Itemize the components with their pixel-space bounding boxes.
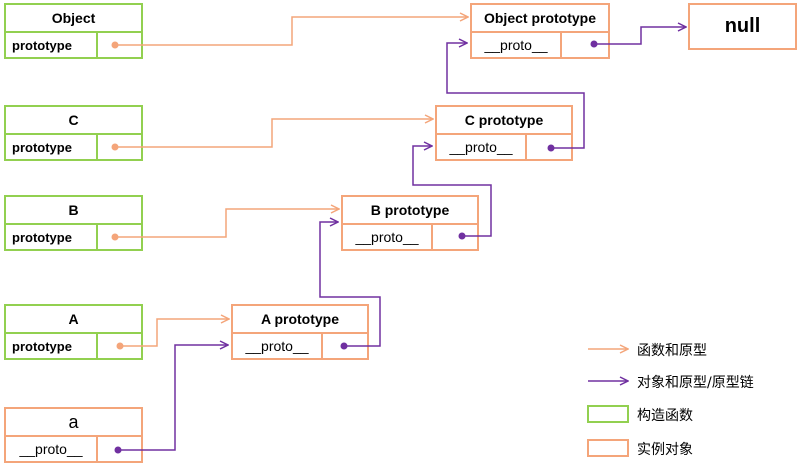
c-prototype-link <box>115 119 433 148</box>
legend-instance-label: 实例对象 <box>637 442 693 458</box>
b-prototype-link <box>115 209 339 238</box>
legend-constructor-label: 构造函数 <box>637 408 693 424</box>
legend-instance-swatch <box>587 439 629 457</box>
a-prototype-proto-field: __proto__ <box>233 334 323 358</box>
object-prototype-field: prototype <box>6 33 98 57</box>
b-prototype-proto-field: __proto__ <box>343 225 433 249</box>
a-proto-link <box>319 222 381 347</box>
a-prototype-box: A prototype __proto__ <box>231 304 369 360</box>
b-prototype-title: B prototype <box>370 202 450 218</box>
c-prototype-field: prototype <box>6 135 98 159</box>
instance-a-box: a __proto__ <box>4 407 143 463</box>
object-prototype-link <box>115 17 468 46</box>
legend-glyphs <box>587 349 629 457</box>
a-prototype-field: prototype <box>6 334 98 358</box>
c-proto-link <box>446 43 585 149</box>
legend-constructor-swatch <box>587 405 629 423</box>
c-constructor-box: C prototype <box>4 105 143 161</box>
c-constructor-title: C <box>68 112 79 128</box>
null-box: null <box>688 3 797 50</box>
legend-prototype-label: 函数和原型 <box>637 343 707 359</box>
b-proto-link <box>412 146 492 237</box>
a-constructor-box: A prototype <box>4 304 143 360</box>
instance-proto-link <box>118 345 228 451</box>
b-constructor-title: B <box>68 202 79 218</box>
object-constructor-title: Object <box>51 10 96 26</box>
legend-proto-chain-label: 对象和原型/原型链 <box>637 375 754 391</box>
b-prototype-field: prototype <box>6 225 98 249</box>
object-prototype-box: Object prototype __proto__ <box>470 3 610 59</box>
object-prototype-proto-field: __proto__ <box>472 33 562 57</box>
object-proto-link <box>594 27 686 45</box>
instance-a-proto-field: __proto__ <box>6 437 98 461</box>
b-prototype-box: B prototype __proto__ <box>341 195 479 251</box>
c-prototype-title: C prototype <box>464 112 544 128</box>
c-prototype-proto-field: __proto__ <box>437 135 527 159</box>
c-prototype-box: C prototype __proto__ <box>435 105 573 161</box>
a-prototype-title: A prototype <box>260 311 340 327</box>
object-prototype-title: Object prototype <box>483 10 596 26</box>
object-constructor-box: Object prototype <box>4 3 143 59</box>
b-constructor-box: B prototype <box>4 195 143 251</box>
instance-a-title: a <box>68 411 79 432</box>
a-constructor-title: A <box>68 311 79 327</box>
